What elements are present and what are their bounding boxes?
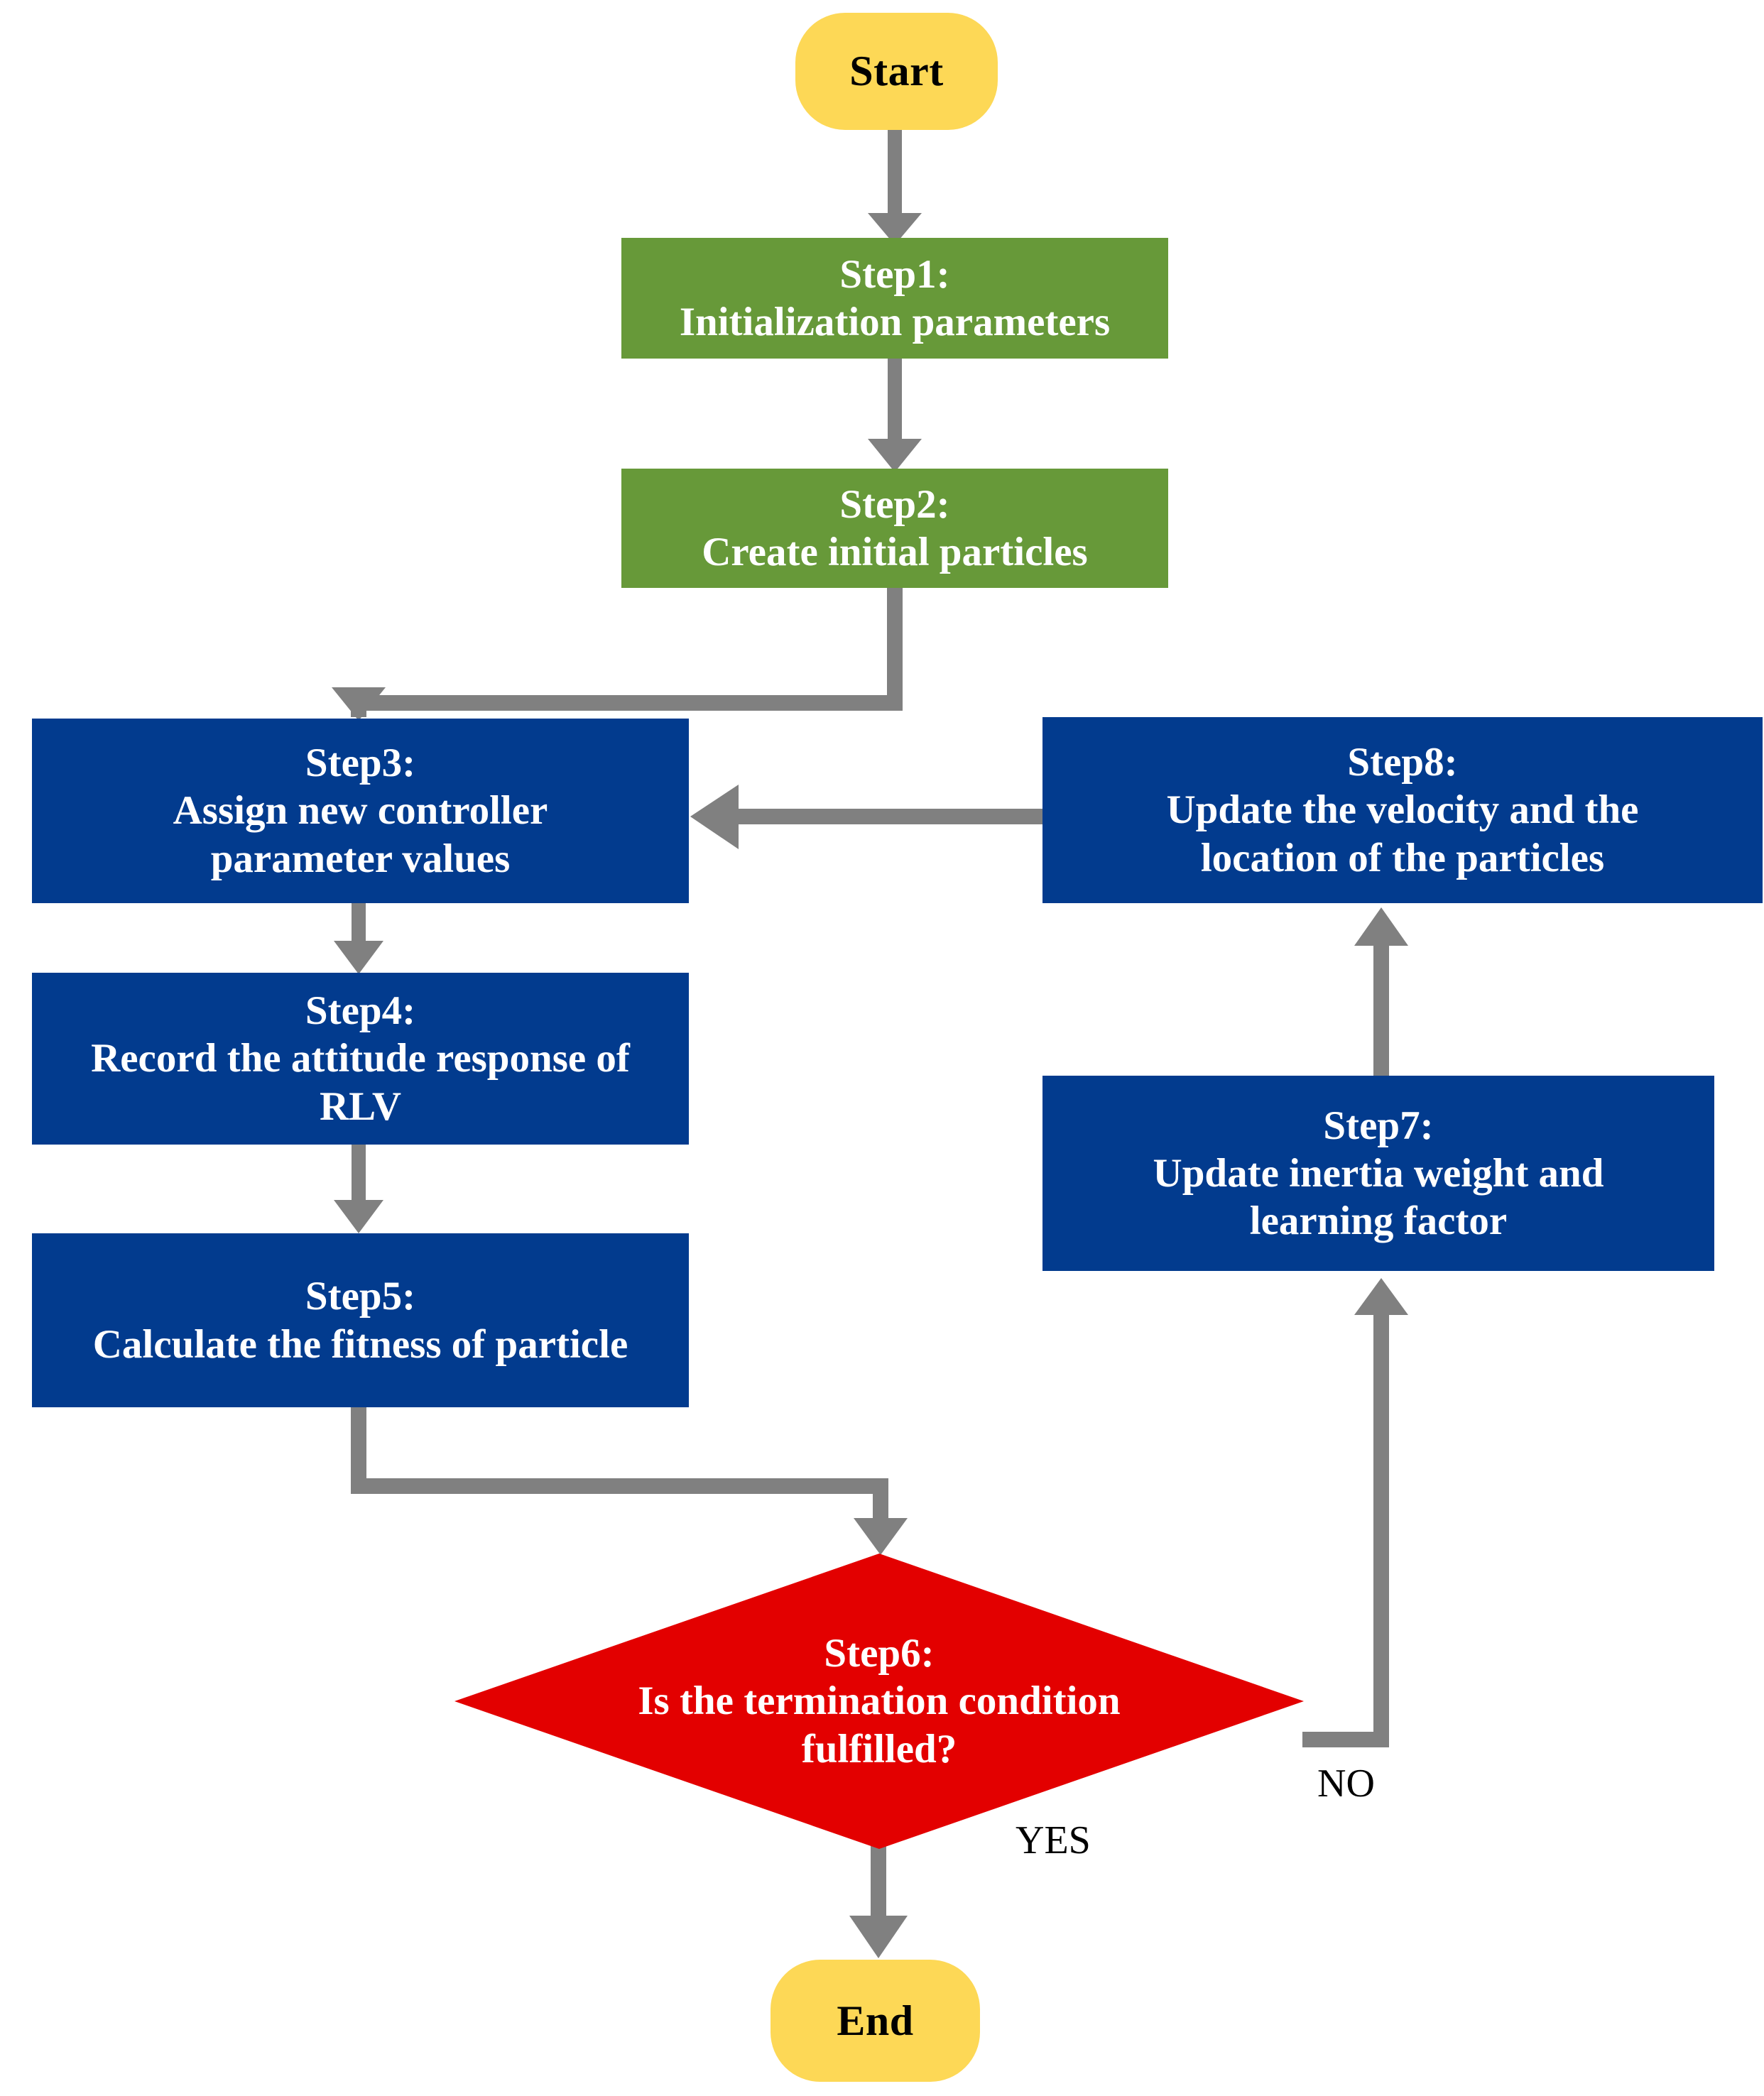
node-step8[interactable]: Step8: Update the velocity and the locat… — [1042, 717, 1763, 903]
connector-step2-to-step3 — [332, 586, 903, 721]
connector-step1-to-step2 — [868, 359, 922, 472]
node-step3-label: Step3: Assign new controller parameter v… — [173, 741, 548, 881]
connector-start-to-step1 — [868, 128, 922, 245]
node-step7-label: Step7: Update inertia weight and learnin… — [1153, 1103, 1604, 1244]
node-end-label: End — [837, 1997, 914, 2044]
node-step4[interactable]: Step4: Record the attitude response of R… — [32, 973, 689, 1145]
connector-step7-to-step8 — [1354, 907, 1408, 1076]
edge-label-no: NO — [1317, 1761, 1375, 1806]
node-step2[interactable]: Step2: Create initial particles — [621, 469, 1168, 588]
connector-step3-to-step4 — [334, 902, 383, 974]
node-step6[interactable]: Step6: Is the termination condition fulf… — [454, 1554, 1304, 1849]
node-step7[interactable]: Step7: Update inertia weight and learnin… — [1042, 1076, 1714, 1271]
node-start[interactable]: Start — [795, 13, 998, 130]
diamond-shape — [454, 1554, 1304, 1849]
edge-label-no-text: NO — [1317, 1762, 1375, 1806]
node-step2-label: Step2: Create initial particles — [702, 481, 1088, 574]
edge-label-yes-text: YES — [1016, 1818, 1091, 1862]
node-step5[interactable]: Step5: Calculate the fitness of particle — [32, 1233, 689, 1407]
node-step8-label: Step8: Update the velocity and the locat… — [1166, 740, 1639, 880]
node-step1[interactable]: Step1: Initialization parameters — [621, 238, 1168, 359]
connector-step8-to-step3 — [690, 785, 1042, 849]
node-start-label: Start — [849, 48, 944, 95]
node-end[interactable]: End — [771, 1960, 980, 2082]
connector-step6-no-to-step7 — [1302, 1278, 1408, 1747]
node-step5-label: Step5: Calculate the fitness of particle — [92, 1274, 628, 1367]
connector-step5-to-step6 — [351, 1406, 908, 1555]
edge-label-yes: YES — [1016, 1818, 1091, 1863]
node-step4-label: Step4: Record the attitude response of R… — [91, 988, 630, 1129]
node-step3[interactable]: Step3: Assign new controller parameter v… — [32, 719, 689, 903]
connector-step6-yes-to-end — [849, 1846, 908, 1958]
node-step1-label: Step1: Initialization parameters — [679, 251, 1111, 344]
node-step6-label: Step6: Is the termination condition fulf… — [638, 1631, 1121, 1772]
connector-step4-to-step5 — [334, 1143, 383, 1233]
